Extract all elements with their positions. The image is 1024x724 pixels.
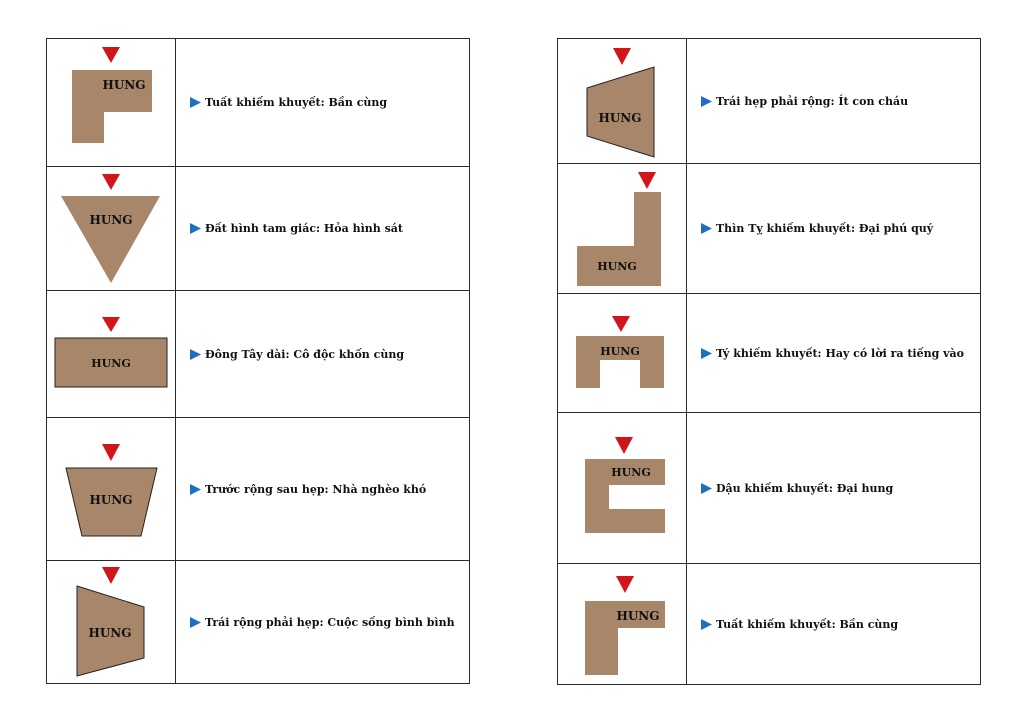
north-arrow-icon	[616, 576, 634, 593]
description-cell: Trước rộng sau hẹp: Nhà nghèo khó	[175, 417, 470, 561]
table-row: HUNG Trái hẹp phải rộng: Ít con cháu	[557, 38, 981, 164]
description-cell: Đất hình tam giác: Hỏa hình sát	[175, 166, 470, 291]
plot-shape	[585, 601, 665, 675]
bullet-arrow-icon	[190, 97, 201, 108]
table-row: HUNG Tuất khiếm khuyết: Bần cùng	[557, 563, 981, 685]
table-row: HUNG Dậu khiếm khuyết: Đại hung	[557, 412, 981, 564]
table-row: HUNG Tuất khiếm khuyết: Bần cùng	[46, 38, 470, 167]
plot-shape	[61, 196, 160, 283]
description-text: Tuất khiếm khuyết: Bần cùng	[205, 96, 388, 109]
description-cell: Dậu khiếm khuyết: Đại hung	[686, 412, 981, 564]
notch-diagram: HUNG	[576, 316, 664, 388]
table-row: HUNG Trước rộng sau hẹp: Nhà nghèo khó	[46, 417, 470, 561]
north-arrow-icon	[615, 437, 633, 454]
bullet-arrow-icon	[190, 223, 201, 234]
description-text: Trước rộng sau hẹp: Nhà nghèo khó	[205, 482, 427, 496]
north-arrow-icon	[612, 316, 630, 332]
trapezoid-diagram: HUNG	[586, 48, 655, 158]
hung-label: HUNG	[91, 357, 130, 370]
bullet-arrow-icon	[701, 482, 712, 494]
shape-cell: HUNG	[557, 38, 687, 164]
hung-label: HUNG	[88, 626, 131, 640]
bullet-arrow-icon	[190, 348, 201, 360]
north-arrow-icon	[638, 172, 656, 189]
description-text: Đất hình tam giác: Hỏa hình sát	[205, 222, 404, 235]
l-shape-diagram: HUNG	[585, 576, 665, 675]
description-cell: Đông Tây dài: Cô độc khốn cùng	[175, 290, 470, 418]
description-text: Đông Tây dài: Cô độc khốn cùng	[205, 347, 405, 361]
north-arrow-icon	[102, 47, 120, 63]
triangle-diagram: HUNG	[61, 174, 160, 283]
plot-shape	[576, 336, 664, 388]
shape-cell: HUNG	[557, 563, 687, 685]
description-cell: Trái hẹp phải rộng: Ít con cháu	[686, 38, 981, 164]
left-table: HUNG Tuất khiếm khuyết: Bần cùng HUNG Đấ…	[46, 38, 470, 684]
shape-cell: HUNG	[46, 166, 176, 291]
trapezoid-diagram: HUNG	[76, 567, 145, 677]
north-arrow-icon	[102, 444, 120, 461]
table-row: HUNG Thìn Tỵ khiếm khuyết: Đại phú quý	[557, 163, 981, 294]
hung-label: HUNG	[600, 345, 639, 358]
north-arrow-icon	[613, 48, 631, 65]
description-text: Trái hẹp phải rộng: Ít con cháu	[716, 94, 909, 108]
plot-shape	[585, 459, 665, 533]
hung-label: HUNG	[611, 466, 650, 479]
description-cell: Thìn Tỵ khiếm khuyết: Đại phú quý	[686, 163, 981, 294]
plot-shape	[586, 66, 655, 158]
shape-cell: HUNG	[46, 290, 176, 418]
description-cell: Tuất khiếm khuyết: Bần cùng	[175, 38, 470, 167]
c-shape-diagram: HUNG	[585, 437, 665, 533]
table-row: HUNG Đông Tây dài: Cô độc khốn cùng	[46, 290, 470, 418]
plot-shape	[577, 192, 661, 286]
north-arrow-icon	[102, 317, 120, 332]
wide-rectangle-diagram: HUNG	[54, 317, 168, 388]
table-row: HUNG Tý khiếm khuyết: Hay có lời ra tiến…	[557, 293, 981, 413]
description-text: Tuất khiếm khuyết: Bần cùng	[716, 617, 899, 631]
hung-label: HUNG	[598, 111, 641, 125]
table-row: HUNG Trái rộng phải hẹp: Cuộc sống bình …	[46, 560, 470, 684]
description-text: Thìn Tỵ khiếm khuyết: Đại phú quý	[716, 222, 934, 235]
right-table: HUNG Trái hẹp phải rộng: Ít con cháu HUN…	[557, 38, 981, 685]
trapezoid-diagram: HUNG	[65, 444, 158, 537]
description-text: Dậu khiếm khuyết: Đại hung	[716, 481, 894, 495]
shape-cell: HUNG	[46, 560, 176, 684]
bullet-arrow-icon	[190, 483, 201, 495]
hung-label: HUNG	[102, 78, 145, 92]
bullet-arrow-icon	[701, 347, 712, 359]
description-cell: Tý khiếm khuyết: Hay có lời ra tiếng vào	[686, 293, 981, 413]
l-shape-diagram: HUNG	[72, 47, 152, 143]
shape-cell: HUNG	[557, 412, 687, 564]
north-arrow-icon	[102, 174, 120, 190]
plot-shape	[54, 337, 168, 388]
description-text: Tý khiếm khuyết: Hay có lời ra tiếng vào	[716, 346, 964, 360]
hung-label: HUNG	[616, 609, 659, 623]
plot-shape	[65, 467, 158, 537]
description-text: Trái rộng phải hẹp: Cuộc sống bình bình	[205, 615, 455, 629]
hung-label: HUNG	[89, 213, 132, 227]
hung-label: HUNG	[89, 493, 132, 507]
shape-cell: HUNG	[46, 38, 176, 167]
l-shape-diagram: HUNG	[577, 172, 661, 286]
description-cell: Tuất khiếm khuyết: Bần cùng	[686, 563, 981, 685]
bullet-arrow-icon	[190, 616, 201, 628]
bullet-arrow-icon	[701, 95, 712, 107]
shape-cell: HUNG	[46, 417, 176, 561]
table-row: HUNG Đất hình tam giác: Hỏa hình sát	[46, 166, 470, 291]
bullet-arrow-icon	[701, 223, 712, 234]
shape-cell: HUNG	[557, 163, 687, 294]
bullet-arrow-icon	[701, 618, 712, 630]
north-arrow-icon	[102, 567, 120, 584]
plot-shape	[76, 585, 145, 677]
shape-cell: HUNG	[557, 293, 687, 413]
plot-shape	[72, 70, 152, 143]
hung-label: HUNG	[597, 260, 636, 273]
description-cell: Trái rộng phải hẹp: Cuộc sống bình bình	[175, 560, 470, 684]
